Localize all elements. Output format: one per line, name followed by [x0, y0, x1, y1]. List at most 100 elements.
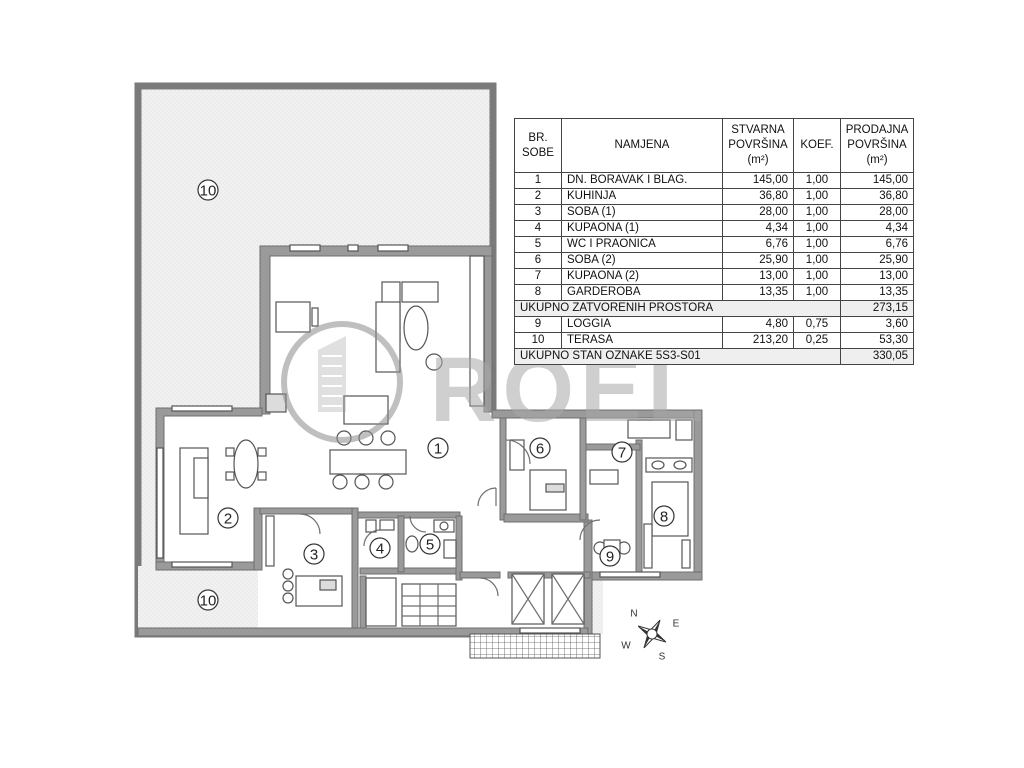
room-number-cell: 2 [514, 188, 562, 205]
room-number-cell: 3 [514, 204, 562, 221]
svg-text:4: 4 [376, 541, 384, 558]
real-area-cell: 4,80 [722, 316, 794, 333]
living-room-furniture [265, 281, 443, 490]
room-name-cell: GARDEROBA [561, 284, 723, 301]
room-number-cell: 7 [514, 268, 562, 285]
coefficient-cell: 1,00 [793, 172, 841, 189]
svg-text:5: 5 [426, 537, 434, 554]
room-marker-9: 9 [599, 545, 621, 567]
room-marker-10-bottom: 10 [197, 589, 219, 611]
compass-s-label: S [659, 652, 666, 663]
total-row-label: UKUPNO STAN OZNAKE 5S3-S01 [514, 348, 841, 365]
real-area-cell: 28,00 [722, 204, 794, 221]
room-marker-2: 2 [217, 507, 239, 529]
room-name-cell: KUPAONA (2) [561, 268, 723, 285]
room-marker-5: 5 [419, 533, 441, 555]
room-name-cell: WC I PRAONICA [561, 236, 723, 253]
coefficient-cell: 1,00 [793, 220, 841, 237]
doors [363, 487, 601, 597]
svg-text:7: 7 [618, 445, 626, 462]
coefficient-cell: 1,00 [793, 236, 841, 253]
coefficient-cell: 0,25 [793, 332, 841, 349]
watermark-logo [281, 321, 403, 443]
subtotal-row-value: 273,15 [840, 300, 914, 317]
sale-area-cell: 6,76 [840, 236, 914, 253]
compass-n-label: N [630, 609, 637, 620]
exterior-walls [137, 245, 703, 637]
sale-area-cell: 3,60 [840, 316, 914, 333]
room-name-cell: KUHINJA [561, 188, 723, 205]
coefficient-cell: 1,00 [793, 268, 841, 285]
svg-text:1: 1 [434, 441, 442, 458]
real-area-cell: 13,00 [722, 268, 794, 285]
bedroom-2-furniture [505, 439, 567, 511]
bathroom-fixtures [365, 519, 457, 559]
compass-w-label: W [621, 641, 631, 652]
svg-text:3: 3 [310, 547, 318, 564]
svg-text:2: 2 [224, 511, 232, 528]
real-area-cell: 13,35 [722, 284, 794, 301]
room-number-cell: 5 [514, 236, 562, 253]
room-name-cell: KUPAONA (1) [561, 220, 723, 237]
svg-text:10: 10 [200, 593, 217, 610]
room-number-cell: 9 [514, 316, 562, 333]
real-area-cell: 145,00 [722, 172, 794, 189]
sale-area-cell: 4,34 [840, 220, 914, 237]
room-name-cell: DN. BORAVAK I BLAG. [561, 172, 723, 189]
room-name-cell: TERASA [561, 332, 723, 349]
header-br-sobe: BR.SOBE [514, 118, 562, 173]
elevators [511, 573, 585, 625]
room-marker-3: 3 [303, 543, 325, 565]
room-marker-4: 4 [369, 537, 391, 559]
room-number-cell: 1 [514, 172, 562, 189]
room-marker-6: 6 [529, 437, 551, 459]
svg-text:9: 9 [606, 549, 614, 566]
sale-area-cell: 36,80 [840, 188, 914, 205]
bedroom-1-furniture [265, 513, 343, 607]
sale-area-cell: 13,35 [840, 284, 914, 301]
svg-text:10: 10 [200, 183, 217, 200]
subtotal-row-label: UKUPNO ZATVORENIH PROSTORA [514, 300, 841, 317]
coefficient-cell: 1,00 [793, 188, 841, 205]
coefficient-cell: 1,00 [793, 252, 841, 269]
room-name-cell: SOBA (2) [561, 252, 723, 269]
sale-area-cell: 145,00 [840, 172, 914, 189]
sale-area-cell: 53,30 [840, 332, 914, 349]
header-koef: KOEF. [793, 118, 841, 173]
real-area-cell: 6,76 [722, 236, 794, 253]
compass-e-label: E [673, 619, 680, 630]
room-marker-1: 1 [427, 437, 449, 459]
room-marker-10-top: 10 [197, 179, 219, 201]
room-marker-8: 8 [653, 505, 675, 527]
compass-rose [637, 619, 667, 649]
coefficient-cell: 0,75 [793, 316, 841, 333]
room-number-cell: 6 [514, 252, 562, 269]
svg-text:6: 6 [536, 441, 544, 458]
coefficient-cell: 1,00 [793, 204, 841, 221]
kitchen-furniture [179, 439, 267, 535]
real-area-cell: 36,80 [722, 188, 794, 205]
room-name-cell: SOBA (1) [561, 204, 723, 221]
room-marker-7: 7 [611, 441, 633, 463]
real-area-cell: 213,20 [722, 332, 794, 349]
sale-area-cell: 13,00 [840, 268, 914, 285]
stairs [365, 577, 457, 627]
sale-area-cell: 28,00 [840, 204, 914, 221]
room-number-cell: 10 [514, 332, 562, 349]
bathroom-2-fixtures [589, 419, 693, 485]
room-number-cell: 8 [514, 284, 562, 301]
